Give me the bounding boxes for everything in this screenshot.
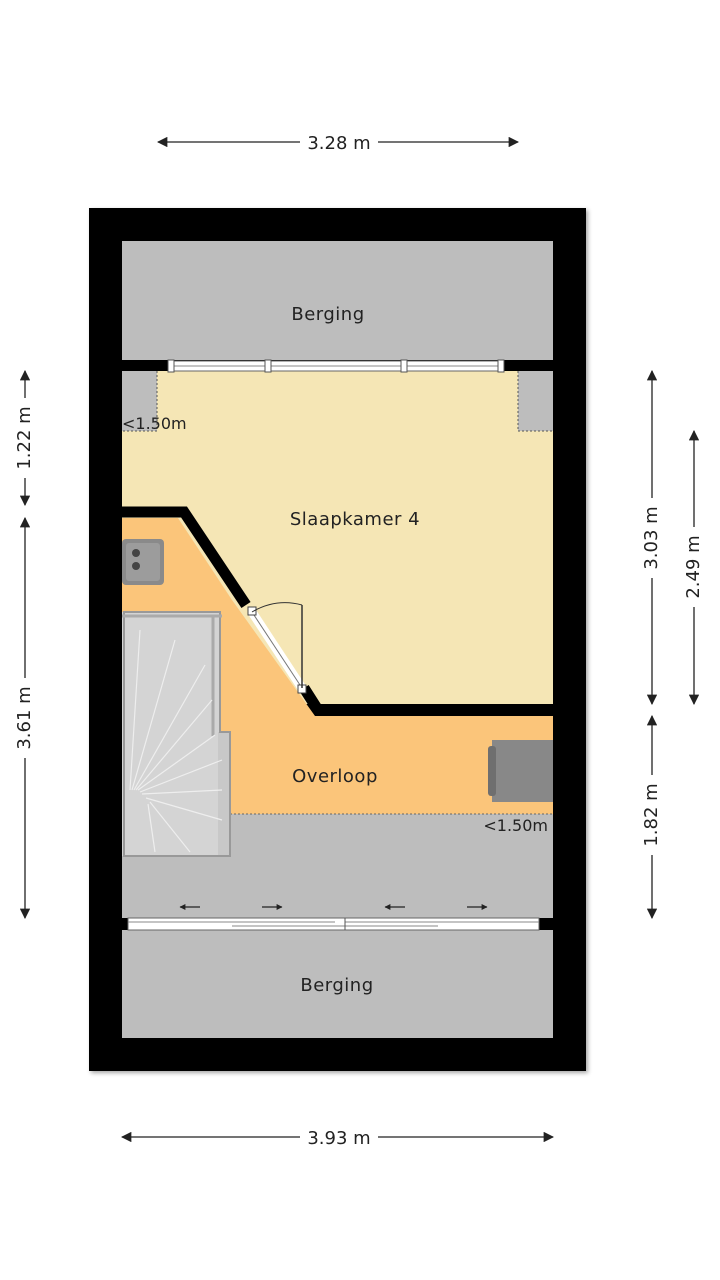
room-label-storage-bottom: Berging [300, 975, 373, 996]
dimension-right-upper: 3.03 m [641, 369, 662, 706]
dimension-top: 3.28 m [156, 133, 520, 154]
svg-text:1.22 m: 1.22 m [14, 406, 35, 469]
dimension-right-inner: 2.49 m [683, 429, 704, 706]
storage-bottom-area [122, 930, 553, 1038]
dimension-left-upper: 1.22 m [14, 369, 35, 507]
svg-text:3.93 m: 3.93 m [307, 1128, 370, 1149]
diagonal-wall [122, 506, 251, 609]
low-ceiling-right [518, 371, 553, 431]
window-icon [167, 359, 505, 373]
height-note-bedroom: <1.50m [122, 414, 187, 433]
sliding-door-icon [127, 917, 540, 931]
svg-text:3.61 m: 3.61 m [14, 686, 35, 749]
svg-text:3.03 m: 3.03 m [641, 506, 662, 569]
door-icon [247, 602, 307, 694]
sink-icon [122, 539, 164, 585]
low-ceiling-left [122, 371, 157, 431]
stairs-icon [122, 611, 231, 857]
storage-top-area [122, 241, 553, 360]
dimension-bottom: 3.93 m [120, 1128, 555, 1149]
room-label-bedroom: Slaapkamer 4 [290, 509, 420, 530]
dimension-right-lower: 1.82 m [641, 714, 662, 920]
room-label-storage-top: Berging [291, 304, 364, 325]
svg-text:2.49 m: 2.49 m [683, 535, 704, 598]
bedroom-south-wall [299, 685, 553, 716]
svg-text:1.82 m: 1.82 m [641, 783, 662, 846]
room-label-landing: Overloop [292, 766, 378, 787]
radiator-icon [488, 740, 553, 802]
dimension-left-lower: 3.61 m [14, 516, 35, 920]
height-note-landing: <1.50m [483, 816, 548, 835]
svg-text:3.28 m: 3.28 m [307, 133, 370, 154]
